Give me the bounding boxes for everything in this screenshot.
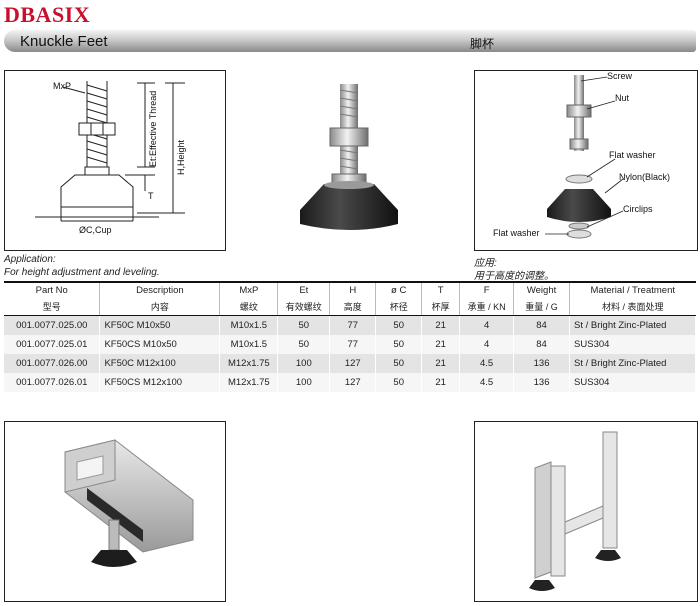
cell-weight: 136 <box>513 373 571 392</box>
col-header: Weight <box>513 281 571 299</box>
cell-description: KF50C M12x100 <box>99 354 221 373</box>
table-row: 001.0077.025.01 KF50CS M10x50 M10x1.5 50… <box>4 335 696 354</box>
flat-washer-top-label: Flat washer <box>609 150 656 160</box>
cell-weight: 84 <box>513 315 571 335</box>
col-header: Part No <box>4 281 101 299</box>
cell-material: SUS304 <box>569 373 696 392</box>
frame-assembly-image <box>529 431 621 591</box>
col-header-cn: 高度 <box>329 299 377 316</box>
col-header: Material / Treatment <box>569 281 696 299</box>
cell-c: 50 <box>375 373 423 392</box>
cell-f: 4 <box>459 335 515 354</box>
col-header: H <box>329 281 377 299</box>
cell-h: 77 <box>329 315 377 335</box>
application-title-cn: 应用: <box>474 258 497 269</box>
cell-h: 127 <box>329 354 377 373</box>
screw-label: Screw <box>607 71 633 81</box>
col-header-cn: 重量 / G <box>513 299 571 316</box>
cell-f: 4.5 <box>459 354 515 373</box>
col-header-cn: 螺纹 <box>219 299 279 316</box>
col-header: Et <box>277 281 331 299</box>
table-row: 001.0077.026.01 KF50CS M12x100 M12x1.75 … <box>4 373 696 392</box>
application-title: Application: <box>4 254 56 265</box>
cell-material: SUS304 <box>569 335 696 354</box>
exploded-view-frame: Screw Nut Flat washer Nylon(Black) Circl… <box>474 70 698 251</box>
technical-drawing <box>35 81 185 222</box>
col-header-cn: 承重 / KN <box>459 299 515 316</box>
circlips-label: Circlips <box>623 204 653 214</box>
application-text-cn: 用于高度的调整。 <box>474 271 554 282</box>
cell-et: 50 <box>277 315 331 335</box>
effective-thread-label: Et:Effective Thread <box>148 90 158 167</box>
col-header: MxP <box>219 281 279 299</box>
application-text: For height adjustment and leveling. <box>4 267 160 278</box>
profile-foot-image <box>64 439 194 567</box>
height-label: H,Height <box>176 139 186 175</box>
frame-assembly-image-frame <box>474 421 698 602</box>
col-header: ø C <box>375 281 423 299</box>
cell-et: 50 <box>277 335 331 354</box>
cell-t: 21 <box>421 354 461 373</box>
cell-description: KF50CS M12x100 <box>99 373 221 392</box>
cell-f: 4 <box>459 315 515 335</box>
cell-t: 21 <box>421 335 461 354</box>
table-header-row: Part No Description MxP Et H ø C T F Wei… <box>4 281 696 299</box>
cell-f: 4.5 <box>459 373 515 392</box>
page-title: Knuckle Feet <box>20 33 108 50</box>
cell-mxp: M12x1.75 <box>219 354 279 373</box>
cell-part-no: 001.0077.026.01 <box>4 373 101 392</box>
nut-label: Nut <box>615 93 630 103</box>
col-header-cn: 杯厚 <box>421 299 461 316</box>
knuckle-foot-image <box>300 84 398 230</box>
cell-mxp: M10x1.5 <box>219 315 279 335</box>
title-bar <box>4 30 696 52</box>
cell-part-no: 001.0077.026.00 <box>4 354 101 373</box>
mxp-label: MxP <box>53 81 71 91</box>
brand-logo: DBASIX <box>4 2 91 27</box>
cell-mxp: M12x1.75 <box>219 373 279 392</box>
col-header-cn: 内容 <box>99 299 221 316</box>
exploded-view <box>545 75 624 239</box>
cell-weight: 84 <box>513 335 571 354</box>
spec-table: Part No Description MxP Et H ø C T F Wei… <box>4 281 696 392</box>
cell-c: 50 <box>375 315 423 335</box>
cell-c: 50 <box>375 354 423 373</box>
col-header-cn: 材料 / 表面处理 <box>569 299 696 316</box>
cell-c: 50 <box>375 335 423 354</box>
col-header-cn: 杯径 <box>375 299 423 316</box>
col-header: F <box>459 281 515 299</box>
cell-mxp: M10x1.5 <box>219 335 279 354</box>
technical-drawing-frame: MxP Et:Effective Thread H,Height T ØC,Cu… <box>4 70 226 251</box>
cell-h: 127 <box>329 373 377 392</box>
table-row: 001.0077.026.00 KF50C M12x100 M12x1.75 1… <box>4 354 696 373</box>
cell-part-no: 001.0077.025.01 <box>4 335 101 354</box>
cell-weight: 136 <box>513 354 571 373</box>
cell-material: St / Bright Zinc-Plated <box>569 315 696 335</box>
cup-diameter-label: ØC,Cup <box>79 225 112 235</box>
cell-material: St / Bright Zinc-Plated <box>569 354 696 373</box>
cell-description: KF50CS M10x50 <box>99 335 221 354</box>
table-header-row-cn: 型号 内容 螺纹 有效螺纹 高度 杯径 杯厚 承重 / KN 重量 / G 材料… <box>4 299 696 316</box>
cell-h: 77 <box>329 335 377 354</box>
cell-t: 21 <box>421 315 461 335</box>
cell-et: 100 <box>277 373 331 392</box>
cell-t: 21 <box>421 373 461 392</box>
page-title-cn: 脚杯 <box>470 37 495 51</box>
cell-description: KF50C M10x50 <box>99 315 221 335</box>
nylon-label: Nylon(Black) <box>619 172 671 182</box>
table-row: 001.0077.025.00 KF50C M10x50 M10x1.5 50 … <box>4 315 696 335</box>
cell-part-no: 001.0077.025.00 <box>4 315 101 335</box>
cup-thickness-label: T <box>148 191 154 201</box>
col-header-cn: 有效螺纹 <box>277 299 331 316</box>
flat-washer-bottom-label: Flat washer <box>493 228 540 238</box>
cell-et: 100 <box>277 354 331 373</box>
col-header: Description <box>99 281 221 299</box>
col-header-cn: 型号 <box>4 299 101 316</box>
profile-foot-image-frame <box>4 421 226 602</box>
col-header: T <box>421 281 461 299</box>
